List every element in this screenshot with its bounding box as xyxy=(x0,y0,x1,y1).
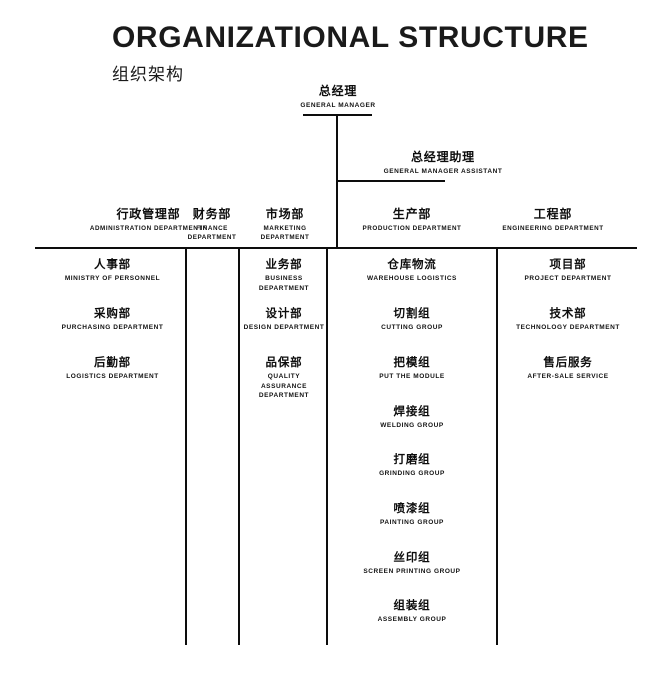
dept-header-engineering-en: ENGINEERING DEPARTMENT xyxy=(502,225,604,232)
dept-header-finance-cn: 财务部 xyxy=(192,207,232,221)
node-purchasing-department-en: PURCHASING DEPARTMENT xyxy=(61,324,164,332)
node-screen-printing-group-cn: 丝印组 xyxy=(393,552,431,564)
node-cutting-group-cn: 切割组 xyxy=(393,308,431,320)
dept-header-marketing[interactable]: 市场部 MARKETING DEPARTMENT xyxy=(242,207,328,242)
node-general-manager-cn: 总经理 xyxy=(318,84,358,98)
node-warehouse-logistics-cn: 仓库物流 xyxy=(387,259,437,271)
dept-header-production[interactable]: 生产部 PRODUCTION DEPARTMENT xyxy=(350,207,474,233)
node-put-the-module-cn: 把模组 xyxy=(393,357,431,369)
node-screen-printing-group-en: SCREEN PRINTING GROUP xyxy=(363,568,461,576)
node-assembly-group-en: ASSEMBLY GROUP xyxy=(377,616,447,624)
dept-header-finance-en: FINANCE DEPARTMENT xyxy=(187,225,237,242)
dept-header-finance[interactable]: 财务部 FINANCE DEPARTMENT xyxy=(172,207,252,242)
node-general-manager-assistant[interactable]: 总经理助理 GENERAL MANAGER ASSISTANT xyxy=(337,150,549,176)
main-horizontal-rule xyxy=(35,247,637,250)
node-project-department-cn: 项目部 xyxy=(549,259,587,271)
dept-header-marketing-cn: 市场部 xyxy=(265,207,305,221)
node-purchasing-department[interactable]: 采购部 PURCHASING DEPARTMENT xyxy=(45,307,180,333)
node-project-department[interactable]: 项目部 PROJECT DEPARTMENT xyxy=(500,258,636,284)
node-general-manager-en: GENERAL MANAGER xyxy=(300,102,376,109)
node-design-department-en: DESIGN DEPARTMENT xyxy=(243,324,325,332)
node-design-department-cn: 设计部 xyxy=(265,308,303,320)
node-painting-group-en: PAINTING GROUP xyxy=(380,519,444,527)
node-warehouse-logistics-en: WAREHOUSE LOGISTICS xyxy=(367,275,457,283)
column-divider-4 xyxy=(496,249,499,645)
node-painting-group-cn: 喷漆组 xyxy=(393,503,431,515)
node-gm-assistant-en: GENERAL MANAGER ASSISTANT xyxy=(383,168,503,175)
node-after-sale-service-en: AFTER-SALE SERVICE xyxy=(527,373,609,381)
node-painting-group[interactable]: 喷漆组 PAINTING GROUP xyxy=(330,502,494,528)
node-technology-department[interactable]: 技术部 TECHNOLOGY DEPARTMENT xyxy=(500,307,636,333)
node-business-department-en: BUSINESS DEPARTMENT xyxy=(258,275,310,292)
node-purchasing-department-cn: 采购部 xyxy=(94,308,131,320)
node-technology-department-cn: 技术部 xyxy=(549,308,587,320)
node-after-sale-service-cn: 售后服务 xyxy=(543,357,593,369)
page-title: ORGANIZATIONAL STRUCTURE 组织架构 xyxy=(112,22,612,85)
dept-header-administration-en: ADMINISTRATION DEPARTMENTF xyxy=(89,225,208,232)
node-screen-printing-group[interactable]: 丝印组 SCREEN PRINTING GROUP xyxy=(330,551,494,577)
dept-header-engineering[interactable]: 工程部 ENGINEERING DEPARTMENT xyxy=(487,207,619,233)
node-quality-assurance-department[interactable]: 品保部 QUALITY ASSURANCE DEPARTMENT xyxy=(242,356,326,401)
title-english: ORGANIZATIONAL STRUCTURE xyxy=(112,21,589,54)
node-quality-assurance-department-en: QUALITY ASSURANCE DEPARTMENT xyxy=(258,373,310,400)
node-welding-group-cn: 焊接组 xyxy=(393,406,431,418)
node-quality-assurance-department-cn: 品保部 xyxy=(265,357,303,369)
node-ministry-of-personnel-en: MINISTRY OF PERSONNEL xyxy=(64,275,161,283)
node-project-department-en: PROJECT DEPARTMENT xyxy=(524,275,612,283)
node-technology-department-en: TECHNOLOGY DEPARTMENT xyxy=(516,324,620,332)
node-welding-group-en: WELDING GROUP xyxy=(380,422,444,430)
node-grinding-group-en: GRINDING GROUP xyxy=(379,470,445,478)
node-assembly-group[interactable]: 组装组 ASSEMBLY GROUP xyxy=(330,599,494,625)
node-put-the-module-en: PUT THE MODULE xyxy=(379,373,445,381)
node-design-department[interactable]: 设计部 DESIGN DEPARTMENT xyxy=(242,307,326,333)
dept-header-engineering-cn: 工程部 xyxy=(533,207,573,221)
node-gm-assistant-cn: 总经理助理 xyxy=(410,150,475,164)
node-warehouse-logistics[interactable]: 仓库物流 WAREHOUSE LOGISTICS xyxy=(330,258,494,284)
dept-header-production-cn: 生产部 xyxy=(392,207,432,221)
node-ministry-of-personnel-cn: 人事部 xyxy=(94,259,131,271)
column-divider-3 xyxy=(326,249,329,645)
node-business-department[interactable]: 业务部 BUSINESS DEPARTMENT xyxy=(242,258,326,293)
node-cutting-group[interactable]: 切割组 CUTTING GROUP xyxy=(330,307,494,333)
node-put-the-module[interactable]: 把模组 PUT THE MODULE xyxy=(330,356,494,382)
dept-header-production-en: PRODUCTION DEPARTMENT xyxy=(362,225,462,232)
node-ministry-of-personnel[interactable]: 人事部 MINISTRY OF PERSONNEL xyxy=(45,258,180,284)
title-chinese: 组织架构 xyxy=(112,64,184,84)
dept-header-administration[interactable]: 行政管理部 ADMINISTRATION DEPARTMENTF xyxy=(82,207,215,233)
node-assembly-group-cn: 组装组 xyxy=(393,600,431,612)
node-welding-group[interactable]: 焊接组 WELDING GROUP xyxy=(330,405,494,431)
node-cutting-group-en: CUTTING GROUP xyxy=(381,324,443,332)
column-divider-2 xyxy=(238,249,240,645)
node-grinding-group[interactable]: 打磨组 GRINDING GROUP xyxy=(330,453,494,479)
node-after-sale-service[interactable]: 售后服务 AFTER-SALE SERVICE xyxy=(500,356,636,382)
dept-header-administration-cn: 行政管理部 xyxy=(116,207,181,221)
dept-header-marketing-en: MARKETING DEPARTMENT xyxy=(260,225,310,242)
node-logistics-department-cn: 后勤部 xyxy=(94,357,131,369)
connector-gm-assistant-underline xyxy=(337,180,445,182)
node-grinding-group-cn: 打磨组 xyxy=(393,454,431,466)
node-business-department-cn: 业务部 xyxy=(265,259,303,271)
column-divider-1 xyxy=(185,249,187,645)
node-logistics-department-en: LOGISTICS DEPARTMENT xyxy=(66,373,159,381)
node-logistics-department[interactable]: 后勤部 LOGISTICS DEPARTMENT xyxy=(45,356,180,382)
node-general-manager[interactable]: 总经理 GENERAL MANAGER xyxy=(268,84,408,110)
